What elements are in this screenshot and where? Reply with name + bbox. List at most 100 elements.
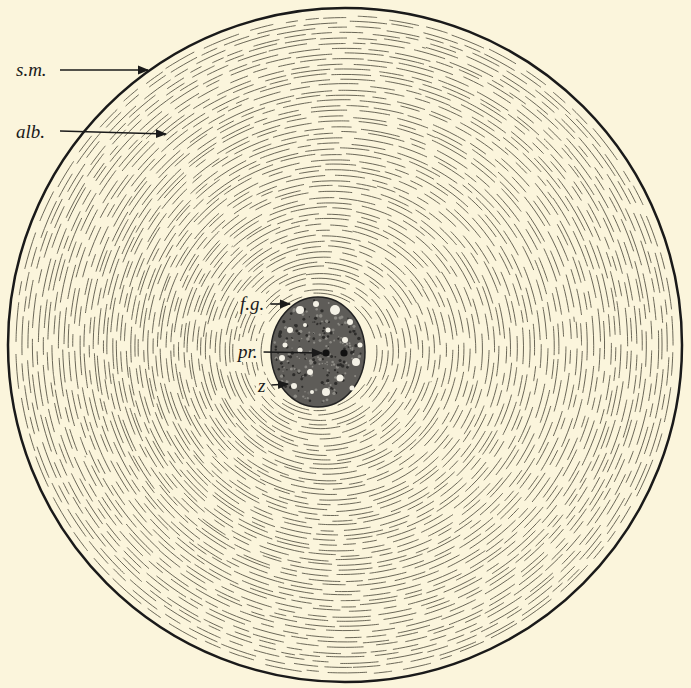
- albumen-stroke: [464, 415, 475, 434]
- albumen-stroke: [412, 77, 432, 83]
- albumen-stroke: [397, 102, 425, 110]
- albumen-stroke: [561, 551, 581, 572]
- albumen-stroke: [512, 177, 526, 192]
- albumen-stroke: [359, 245, 375, 252]
- cytoplasm-stipple: [334, 382, 337, 385]
- albumen-stroke: [661, 329, 662, 360]
- cytoplasm-stipple: [326, 361, 328, 363]
- albumen-stroke: [71, 473, 83, 496]
- albumen-stroke: [450, 266, 457, 277]
- albumen-stroke: [311, 278, 349, 284]
- albumen-stroke: [79, 306, 81, 326]
- albumen-stroke: [314, 133, 333, 134]
- albumen-stroke: [497, 211, 517, 238]
- albumen-stroke: [318, 191, 352, 192]
- albumen-stroke: [337, 620, 371, 621]
- albumen-stroke: [178, 424, 190, 445]
- albumen-stroke: [255, 487, 267, 493]
- albumen-stroke: [405, 409, 419, 428]
- albumen-stroke: [509, 328, 510, 357]
- albumen-stroke: [105, 379, 109, 399]
- albumen-stroke: [437, 183, 468, 207]
- albumen-stroke: [171, 57, 197, 72]
- albumen-stroke: [159, 298, 165, 326]
- albumen-stroke: [266, 257, 285, 267]
- albumen-stroke: [206, 612, 225, 621]
- albumen-stroke: [566, 275, 574, 308]
- albumen-stroke: [217, 363, 223, 388]
- albumen-stroke: [415, 177, 416, 178]
- albumen-stroke: [146, 481, 155, 493]
- albumen-stroke: [138, 148, 159, 170]
- albumen-stroke: [528, 476, 538, 490]
- albumen-stroke: [561, 418, 565, 429]
- albumen-stroke: [295, 496, 307, 498]
- albumen-stroke: [349, 511, 373, 515]
- albumen-stroke: [159, 550, 180, 567]
- albumen-stroke: [260, 84, 291, 92]
- cytoplasm-stipple: [334, 376, 337, 379]
- albumen-stroke: [52, 483, 62, 502]
- albumen-stroke: [426, 601, 449, 609]
- albumen-stroke: [439, 211, 456, 226]
- albumen-stroke: [427, 535, 460, 552]
- albumen-stroke: [338, 90, 376, 92]
- albumen-stroke: [111, 393, 115, 409]
- albumen-stroke: [304, 444, 319, 446]
- albumen-stroke: [73, 497, 83, 513]
- albumen-stroke: [22, 363, 24, 381]
- albumen-stroke: [594, 547, 604, 559]
- albumen-stroke: [468, 183, 494, 207]
- albumen-stroke: [286, 176, 325, 182]
- albumen-stroke: [525, 96, 548, 114]
- albumen-stroke: [480, 493, 503, 515]
- albumen-stroke: [316, 230, 330, 231]
- albumen-stroke: [59, 259, 65, 281]
- albumen-stroke: [622, 400, 627, 422]
- albumen-stroke: [500, 497, 521, 519]
- albumen-stroke: [301, 80, 330, 83]
- albumen-stroke: [369, 410, 382, 421]
- albumen-stroke: [307, 670, 319, 671]
- albumen-stroke: [450, 600, 476, 612]
- albumen-stroke: [232, 254, 247, 269]
- albumen-stroke: [325, 170, 358, 171]
- albumen-stroke: [256, 276, 275, 292]
- albumen-stroke: [380, 500, 401, 508]
- albumen-stroke: [505, 295, 511, 323]
- albumen-stroke: [573, 231, 587, 266]
- albumen-stroke: [391, 24, 413, 28]
- albumen-stroke: [521, 529, 544, 551]
- albumen-stroke: [311, 160, 350, 162]
- albumen-stroke: [261, 624, 274, 627]
- albumen-stroke: [372, 180, 387, 184]
- albumen-stroke: [235, 632, 251, 638]
- albumen-stroke: [166, 474, 178, 489]
- albumen-stroke: [244, 436, 266, 453]
- albumen-stroke: [474, 406, 484, 427]
- albumen-stroke: [463, 236, 477, 255]
- albumen-stroke: [122, 378, 127, 403]
- albumen-stroke: [252, 55, 278, 62]
- albumen-stroke: [76, 247, 85, 277]
- albumen-stroke: [287, 647, 302, 650]
- albumen-stroke: [397, 118, 428, 128]
- albumen-stroke: [123, 237, 134, 262]
- albumen-stroke: [535, 260, 547, 294]
- albumen-stroke: [399, 454, 414, 465]
- albumen-stroke: [603, 371, 604, 383]
- albumen-stroke: [319, 550, 354, 552]
- albumen-stroke: [86, 210, 98, 234]
- albumen-stroke: [262, 464, 288, 475]
- albumen-stroke: [606, 375, 610, 400]
- albumen-stroke: [68, 324, 70, 348]
- albumen-stroke: [268, 451, 304, 464]
- albumen-stroke: [575, 349, 577, 376]
- albumen-stroke: [465, 45, 481, 52]
- albumen-stroke: [430, 192, 446, 203]
- cytoplasm-stipple: [315, 389, 318, 392]
- albumen-stroke: [430, 44, 456, 52]
- albumen-stroke: [522, 596, 549, 616]
- albumen-stroke: [463, 381, 468, 397]
- albumen-stroke: [110, 134, 134, 161]
